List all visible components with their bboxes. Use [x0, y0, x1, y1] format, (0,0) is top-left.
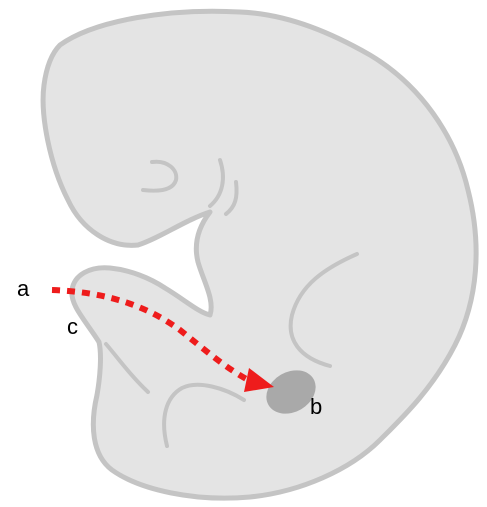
label-c: c	[67, 316, 78, 338]
embryo-body	[43, 11, 476, 498]
label-a: a	[17, 278, 29, 300]
label-b: b	[310, 396, 322, 418]
